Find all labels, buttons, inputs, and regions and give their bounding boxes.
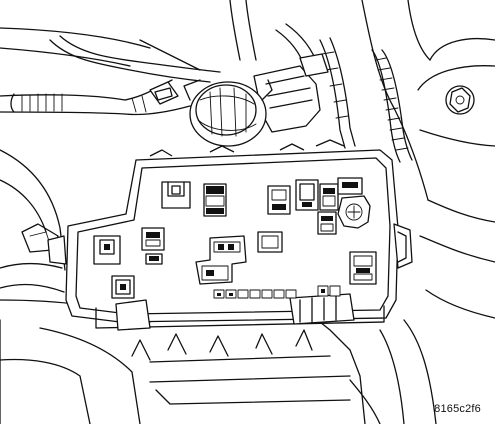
relay-lower-right: [349, 251, 377, 285]
relay-mid-right: [317, 211, 337, 235]
relay-dark-stack: [203, 183, 227, 217]
mini-fuse-row: [213, 289, 297, 299]
relay-cluster-middle: [195, 231, 283, 285]
relay-left: [93, 227, 165, 265]
relay-cluster-center: [267, 177, 363, 215]
round-connector: [337, 195, 371, 229]
figure-id-label: 8165c2f6: [434, 403, 481, 415]
hex-nut: [445, 85, 475, 115]
fuse-box: [47, 139, 413, 331]
mini-fuses-right: [317, 285, 341, 297]
relay-bottom-left: [111, 275, 135, 299]
wiring-harness: [0, 0, 356, 149]
relay-top-left: [161, 181, 191, 209]
round-relay: [183, 79, 273, 147]
